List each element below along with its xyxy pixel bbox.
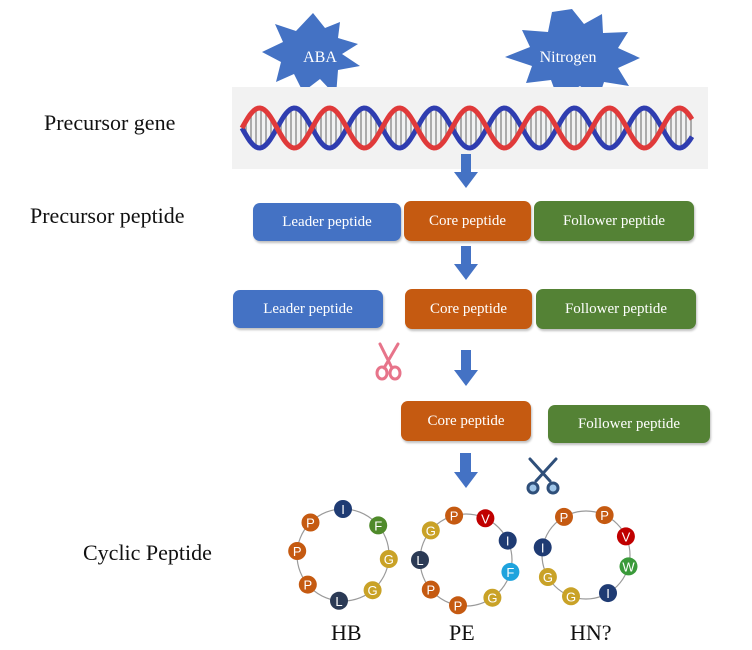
residue-letter: P — [450, 509, 459, 524]
residue-dot — [369, 516, 388, 535]
residue-letter: I — [606, 586, 610, 601]
residue-dot — [476, 509, 495, 528]
residue-dot — [555, 507, 573, 526]
follower-peptide-box-2: Follower peptide — [536, 289, 696, 329]
residue-letter: P — [454, 598, 463, 613]
residue-letter: I — [341, 502, 345, 517]
residue-letter: P — [293, 544, 302, 559]
residue-dot — [445, 506, 464, 525]
residue-letter: F — [374, 518, 382, 533]
residue-dot — [363, 581, 382, 600]
residue-letter: L — [335, 594, 342, 609]
residue-dot — [595, 506, 614, 525]
residue-letter: V — [481, 511, 490, 526]
scissors-icon-pink — [375, 342, 402, 381]
residue-letter: V — [622, 529, 631, 544]
residue-letter: P — [303, 578, 312, 593]
aba-star — [262, 13, 360, 96]
residue-letter: G — [566, 589, 576, 604]
follower-peptide-box-1: Follower peptide — [534, 201, 694, 241]
dna-strand-blue — [239, 105, 695, 151]
residue-dot — [501, 562, 520, 581]
leader-peptide-box-1: Leader peptide — [253, 203, 401, 241]
residue-letter: G — [487, 591, 497, 606]
residue-dot — [538, 568, 557, 586]
signal-stars: ABA Nitrogen — [262, 9, 640, 100]
residue-dot — [599, 584, 617, 603]
aba-label: ABA — [303, 49, 337, 66]
residue-dot — [483, 588, 502, 607]
arrow-down-2 — [454, 246, 478, 280]
follower-peptide-box-3: Follower peptide — [548, 405, 710, 443]
ring-name-hb: HB — [331, 620, 362, 645]
ring-name-hn: HN? — [570, 620, 612, 645]
leader-peptide-box-2: Leader peptide — [233, 290, 383, 328]
residue-letter: G — [426, 523, 436, 538]
residue-letter: F — [506, 565, 514, 580]
residue-letter: W — [622, 559, 635, 574]
residue-dot — [288, 542, 307, 560]
residue-dot — [498, 531, 517, 550]
core-peptide-box-1: Core peptide — [404, 201, 531, 241]
residue-dot — [421, 580, 440, 599]
residue-dot — [619, 557, 638, 576]
arrow-down-1 — [454, 154, 478, 188]
residue-dot — [298, 575, 317, 594]
residue-dot — [411, 551, 429, 569]
scissors-icon-blue — [526, 457, 560, 495]
nitrogen-star — [505, 9, 640, 100]
residue-dot — [334, 500, 352, 518]
residue-dot — [330, 591, 348, 610]
residue-letter: G — [368, 583, 378, 598]
residue-dot — [449, 596, 467, 615]
residue-letter: I — [506, 534, 510, 549]
arrow-down-3 — [454, 350, 478, 386]
residue-dot — [533, 538, 552, 557]
residue-dot — [301, 513, 320, 532]
residue-letter: P — [600, 508, 609, 523]
ring-outline — [541, 510, 631, 600]
residue-letter: G — [384, 552, 394, 567]
cyclic-peptide-label: Cyclic Peptide — [83, 540, 212, 565]
residue-dot — [379, 550, 398, 568]
precursor-peptide-label: Precursor peptide — [30, 203, 185, 228]
residue-letter: G — [543, 570, 553, 585]
residue-letter: P — [560, 510, 569, 525]
precursor-gene-label: Precursor gene — [44, 110, 176, 135]
core-peptide-box-2: Core peptide — [405, 289, 532, 329]
nitrogen-label: Nitrogen — [540, 49, 597, 66]
residue-letter: P — [306, 516, 315, 531]
residue-letter: P — [426, 583, 435, 598]
residue-dot — [421, 521, 440, 540]
core-peptide-box-3: Core peptide — [401, 401, 531, 441]
residue-letter: L — [416, 553, 423, 568]
dna-strand-red — [239, 105, 695, 151]
arrow-down-4 — [454, 453, 478, 488]
residue-dot — [562, 587, 580, 606]
residue-dot — [616, 527, 635, 546]
residue-letter: I — [541, 540, 545, 555]
ring-name-pe: PE — [449, 620, 475, 645]
